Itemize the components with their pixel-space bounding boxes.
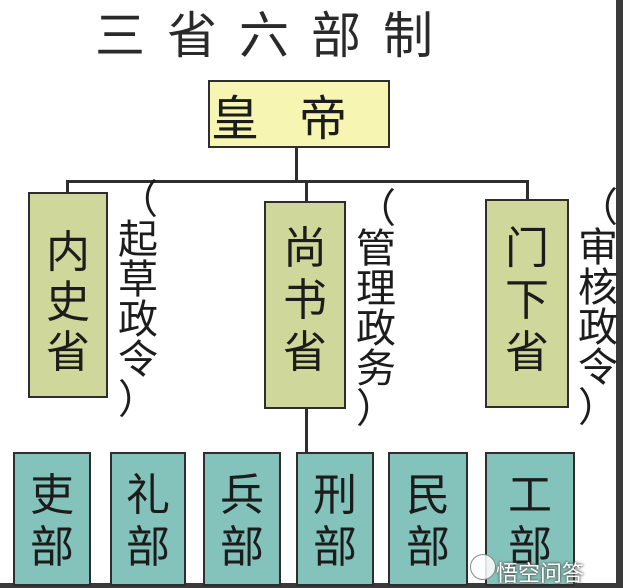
watermark-logo-icon (470, 554, 496, 580)
ministry-label: 兵 部 (220, 470, 264, 573)
ministry-label: 民 部 (406, 470, 450, 573)
province-label: 内 史 省 (46, 227, 90, 378)
ministry-label: 工 部 (508, 470, 552, 573)
connector-drop-right (526, 180, 529, 201)
connector-top-bar (66, 180, 528, 183)
ministry-box-gong: 工 部 (485, 452, 575, 586)
emperor-box: 皇帝 (208, 80, 390, 148)
ministry-box-xing: 刑 部 (296, 452, 374, 586)
watermark-text: 悟空问答 (496, 562, 585, 587)
ministry-label: 礼 部 (126, 470, 170, 573)
ministry-box-bing: 兵 部 (203, 452, 281, 586)
ministry-box-li: 吏 部 (13, 452, 91, 586)
diagram-title: 三省六部制 (95, 7, 455, 65)
province-note: （ 起 草 政 令 ） (118, 177, 158, 423)
province-box-shangshu: 尚 书 省 (264, 201, 346, 409)
province-box-menxia: 门 下 省 (485, 199, 569, 408)
frame-right (616, 0, 623, 588)
province-label: 门 下 省 (505, 223, 549, 378)
connector-to-ministries (305, 408, 308, 454)
connector-drop-middle (305, 180, 308, 204)
ministry-label: 吏 部 (30, 470, 74, 573)
province-note: （ 管 理 政 务 ） (356, 186, 396, 432)
connector-emperor-down (295, 147, 298, 182)
province-label: 尚 书 省 (283, 223, 327, 378)
connector-drop-left (66, 180, 69, 195)
province-note: （ 审 核 政 令 ） (578, 185, 618, 431)
ministry-box-min: 民 部 (388, 452, 468, 586)
province-box-neishi: 内 史 省 (28, 192, 108, 398)
ministry-label: 刑 部 (313, 470, 357, 573)
emperor-label: 皇帝 (210, 91, 387, 147)
ministry-box-li-rites: 礼 部 (110, 452, 186, 586)
